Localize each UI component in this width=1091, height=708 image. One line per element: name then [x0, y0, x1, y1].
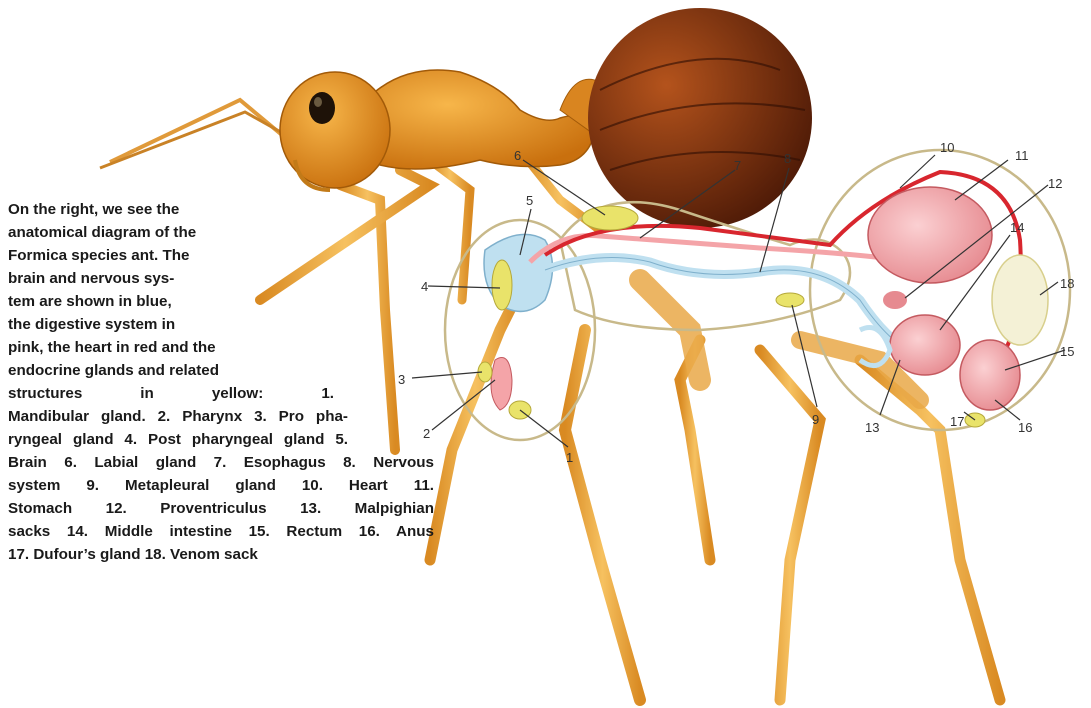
caption-line: endocrine glands and related: [8, 359, 434, 382]
labial-gland: [582, 206, 638, 230]
callout-5: 5: [526, 193, 533, 208]
caption-line: structures in yellow: 1.: [8, 382, 334, 405]
callout-16: 16: [1018, 420, 1032, 435]
figure-caption: On the right, we see the anatomical diag…: [8, 198, 434, 566]
caption-line: Brain 6. Labial gland 7. Esophagus 8. Ne…: [8, 451, 434, 474]
caption-line: ryngeal gland 4. Post pharyngeal gland 5…: [8, 428, 348, 451]
caption-line: pink, the heart in red and the: [8, 336, 434, 359]
rectum: [960, 340, 1020, 410]
leg: [565, 330, 640, 700]
caption-line: sacks 14. Middle intestine 15. Rectum 16…: [8, 520, 434, 543]
callout-11: 11: [1015, 148, 1029, 163]
anatomical-ant: [430, 150, 1070, 700]
post-pharyngeal-gland: [492, 260, 512, 310]
leg: [760, 350, 820, 700]
callout-10: 10: [940, 140, 954, 155]
callout-18: 18: [1060, 276, 1074, 291]
caption-line: brain and nervous sys-: [8, 267, 434, 290]
leg: [430, 160, 470, 300]
caption-line: system 9. Metapleural gland 10. Heart 11…: [8, 474, 434, 497]
caption-line: Mandibular gland. 2. Pharynx 3. Pro pha-: [8, 405, 348, 428]
metapleural-gland: [776, 293, 804, 307]
proventriculus: [883, 291, 907, 309]
callout-7: 7: [734, 158, 741, 173]
venom-sack: [992, 255, 1048, 345]
nerve-cord: [545, 258, 900, 346]
compound-eye: [309, 92, 335, 124]
middle-intestine: [890, 315, 960, 375]
caption-line: Stomach 12. Proventriculus 13. Malpighia…: [8, 497, 434, 520]
callout-9: 9: [812, 412, 819, 427]
pharynx: [491, 358, 512, 411]
callout-15: 15: [1060, 344, 1074, 359]
caption-line: On the right, we see the: [8, 198, 434, 221]
caption-line: 17. Dufour’s gland 18. Venom sack: [8, 543, 434, 566]
caption-line: Formica species ant. The: [8, 244, 434, 267]
callout-14: 14: [1010, 220, 1024, 235]
stomach: [868, 187, 992, 283]
caption-line: the digestive system in: [8, 313, 434, 336]
callout-12: 12: [1048, 176, 1062, 191]
callout-8: 8: [784, 151, 791, 166]
caption-line: tem are shown in blue,: [8, 290, 434, 313]
caption-line: anatomical diagram of the: [8, 221, 434, 244]
callout-1: 1: [566, 450, 573, 465]
callout-17: 17: [950, 414, 964, 429]
callout-13: 13: [865, 420, 879, 435]
leg: [430, 290, 520, 560]
callout-6: 6: [514, 148, 521, 163]
